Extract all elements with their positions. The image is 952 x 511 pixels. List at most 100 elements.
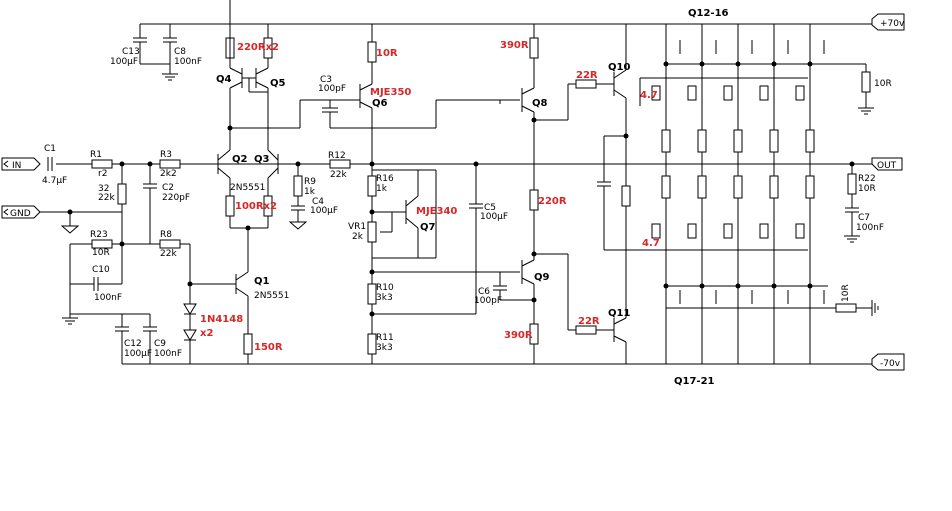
port-out: OUT xyxy=(871,157,903,171)
label-c2-value: 220pF xyxy=(162,193,190,203)
label-vr1-value: 2k xyxy=(352,232,364,242)
label-c8: C8 xyxy=(174,47,186,57)
resistor-r10 xyxy=(367,283,377,305)
annotation-4-7-bottom: 4.7 xyxy=(642,238,660,249)
label-q7: Q7 xyxy=(420,222,436,233)
label-c10-value: 100nF xyxy=(94,293,122,303)
out-port-label: OUT xyxy=(877,161,897,171)
resistor-r1 xyxy=(91,159,113,169)
label-q5: Q5 xyxy=(270,78,286,89)
annotation-150r: 150R xyxy=(254,342,283,353)
resistor-r2 xyxy=(117,183,127,205)
resistor-22r-bottom xyxy=(575,325,597,335)
in-port-label: IN xyxy=(12,161,21,171)
label-c5: C5 xyxy=(484,203,496,213)
label-c5-value: 100µF xyxy=(480,212,508,222)
label-r8-value: 22k xyxy=(160,249,177,259)
capacitor-c13 xyxy=(133,37,147,43)
label-r12: R12 xyxy=(328,151,346,161)
label-r3-value: 2k2 xyxy=(160,169,177,179)
annotation-22r-bottom: 22R xyxy=(578,316,600,327)
annotation-22r-top: 22R xyxy=(576,70,598,81)
label-c6: C6 xyxy=(478,287,490,297)
capacitor-c2 xyxy=(143,183,157,189)
label-r1-value: r2 xyxy=(98,169,107,179)
label-r22: R22 xyxy=(858,174,876,184)
label-c1-value: 4.7µF xyxy=(42,176,67,186)
annotation-x2: x2 xyxy=(200,328,213,339)
label-r10: R10 xyxy=(376,283,394,293)
resistor-r11 xyxy=(367,333,377,355)
label-q9: Q9 xyxy=(534,272,550,283)
capacitor-c7 xyxy=(845,207,859,213)
label-r2-value: 22k xyxy=(98,193,115,203)
capacitor-c9 xyxy=(143,314,157,364)
port-positive-rail: +70v xyxy=(871,13,905,31)
resistor-10r-vas xyxy=(367,41,377,63)
diode-1n4148-2 xyxy=(183,329,197,341)
resistor-r9 xyxy=(293,175,303,197)
capacitor-c5 xyxy=(469,203,483,209)
resistor-390r-top xyxy=(529,37,539,59)
label-c12-value: 100µF xyxy=(124,349,152,359)
annotations: 220Rx2 10R MJE350 100Rx2 MJE340 1N4148 x… xyxy=(200,40,660,353)
annotation-220r: 220R xyxy=(538,196,567,207)
label-c10: C10 xyxy=(92,265,110,275)
capacitor-c12 xyxy=(115,314,129,364)
label-r11: R11 xyxy=(376,333,394,343)
gnd-port-label: GND xyxy=(10,209,31,219)
capacitor-c6 xyxy=(493,285,507,291)
capacitor-c4 xyxy=(291,205,305,211)
annotation-1n4148: 1N4148 xyxy=(200,314,243,325)
label-q3: Q3 xyxy=(254,154,270,165)
resistor-100r-a xyxy=(225,195,235,217)
annotation-220rx2: 220Rx2 xyxy=(237,42,279,53)
label-r23-value: 10R xyxy=(92,248,110,258)
label-vr1: VR1 xyxy=(348,222,366,232)
resistor-driver-mid xyxy=(621,185,631,207)
component-labels: C1 4.7µF R1 r2 32 22k R23 10R C10 100nF … xyxy=(42,8,892,387)
resistor-r22 xyxy=(847,173,857,195)
capacitor-driver xyxy=(597,181,611,187)
capacitor-c1 xyxy=(47,157,53,171)
label-r8: R8 xyxy=(160,230,172,240)
label-group-bottom: Q17-21 xyxy=(674,376,715,387)
label-q10: Q10 xyxy=(608,62,630,73)
resistor-r23 xyxy=(91,239,113,249)
label-r12-value: 22k xyxy=(330,170,347,180)
label-group-top: Q12-16 xyxy=(688,8,729,19)
label-q1: Q1 xyxy=(254,276,270,287)
label-r23: R23 xyxy=(90,230,108,240)
annotation-mje350: MJE350 xyxy=(370,87,411,98)
label-q8: Q8 xyxy=(532,98,548,109)
label-c3-value: 100pF xyxy=(318,84,346,94)
negative-rail-label: -70v xyxy=(880,359,901,369)
diode-1n4148-1 xyxy=(183,303,197,315)
label-c9-value: 100nF xyxy=(154,349,182,359)
label-r2: 32 xyxy=(98,184,109,194)
resistor-r8 xyxy=(159,239,181,249)
label-r9-value: 1k xyxy=(304,187,316,197)
label-r3: R3 xyxy=(160,150,172,160)
label-r16-value: 1k xyxy=(376,184,388,194)
junction-dots xyxy=(67,61,855,317)
ground-symbol-3 xyxy=(288,221,308,230)
output-devices-top xyxy=(639,24,874,364)
label-q6: Q6 xyxy=(372,98,388,109)
annotation-4-7-top: 4.7 xyxy=(640,90,658,101)
label-c7: C7 xyxy=(858,213,870,223)
capacitor-c3 xyxy=(322,107,338,113)
annotation-mje340: MJE340 xyxy=(416,206,457,217)
label-c4-value: 100µF xyxy=(310,206,338,216)
label-c12: C12 xyxy=(124,339,142,349)
capacitor-c8 xyxy=(163,37,177,43)
label-c8-value: 100nF xyxy=(174,57,202,67)
resistor-10r-bottom-right xyxy=(835,303,857,313)
label-q11: Q11 xyxy=(608,308,630,319)
label-c4: C4 xyxy=(312,197,324,207)
annotation-390r-bottom: 390R xyxy=(504,330,533,341)
label-c13-value: 100µF xyxy=(110,57,138,67)
label-c9: C9 xyxy=(154,339,166,349)
output-devices-bottom xyxy=(651,175,879,316)
